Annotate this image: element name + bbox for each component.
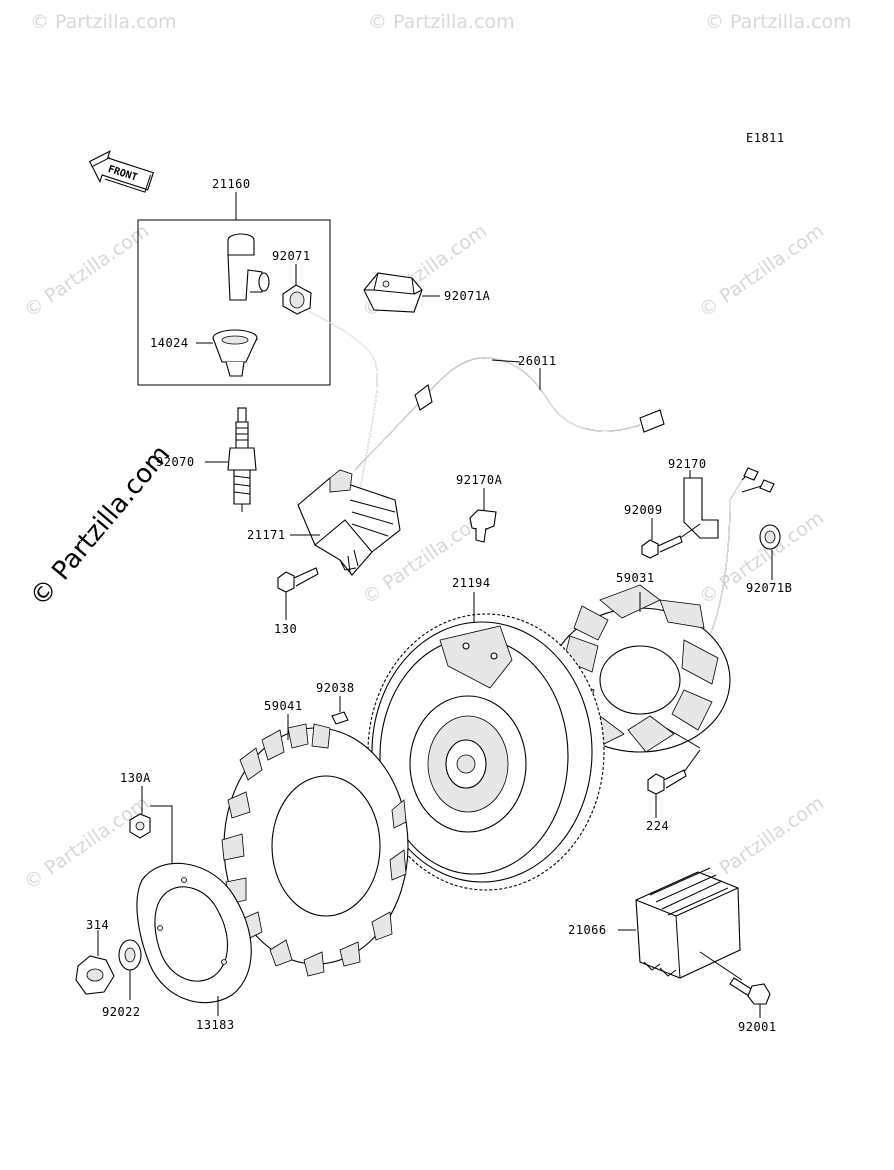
bracket-92170: 92170 [668,457,719,539]
bolt-130A: 130A [120,771,173,880]
washer-92022: 92022 [102,939,142,1019]
callout-92038: 92038 [316,681,355,695]
cooling-fan-59041: 59041 [221,699,409,977]
spark-plug-cap-group: 21160 [137,177,331,386]
watermark-text: © Partzilla.com [30,11,177,33]
watermark-main: © Partzilla.com [24,440,176,613]
callout-21066: 21066 [568,923,607,937]
callout-92009: 92009 [624,503,663,517]
grommet-92071B: 92071B [746,524,792,595]
clip-92170A: 92170A [456,473,503,543]
callout-21194: 21194 [452,576,491,590]
callout-130A: 130A [120,771,151,785]
callout-92170A: 92170A [456,473,503,487]
callout-92071A: 92071A [444,289,491,303]
callout-14024: 14024 [150,336,189,350]
callout-224: 224 [646,819,669,833]
callout-92070: 92070 [156,455,195,469]
callout-92001: 92001 [738,1020,777,1034]
callout-21171: 21171 [247,528,286,542]
lead-wire-26011: 26011 [354,354,665,471]
diagram-code: E1811 [746,131,785,145]
watermark-text: © Partzilla.com [705,11,852,33]
callout-59041: 59041 [264,699,303,713]
nut-314: 314 [75,918,115,995]
callout-92170: 92170 [668,457,707,471]
watermark-text: © Partzilla.com [20,220,153,322]
grommet-92071A: 92071A [363,272,491,313]
callout-130: 130 [274,622,297,636]
callout-59031: 59031 [616,571,655,585]
callout-26011: 26011 [518,354,557,368]
bolt-130: 130 [274,567,319,636]
plate-13183: 13183 [136,862,252,1032]
callout-21160: 21160 [212,177,251,191]
regulator-21066: 21066 [568,867,743,981]
watermark-text: © Partzilla.com [695,220,828,322]
key-92038: 92038 [316,681,355,725]
spark-plug-92070: 92070 [156,407,257,512]
seal-14024: 14024 [150,329,258,377]
ignition-coil-21171: 21171 [247,311,401,576]
screw-92009: 92009 [624,503,701,559]
callout-92022: 92022 [102,1005,141,1019]
callout-314: 314 [86,918,109,932]
flywheel-21194: 21194 [367,576,605,891]
grommet-92071: 92071 [272,249,312,315]
watermark-text: © Partzilla.com [368,11,515,33]
spark-plug-cap [227,233,270,301]
callout-13183: 13183 [196,1018,235,1032]
bolt-92001: 92001 [729,977,777,1034]
callout-92071: 92071 [272,249,311,263]
front-arrow-icon: FRONT [88,150,155,193]
bolt-224: 224 [646,749,701,833]
watermark-text: © Partzilla.com [20,792,153,894]
callout-92071B: 92071B [746,581,792,595]
